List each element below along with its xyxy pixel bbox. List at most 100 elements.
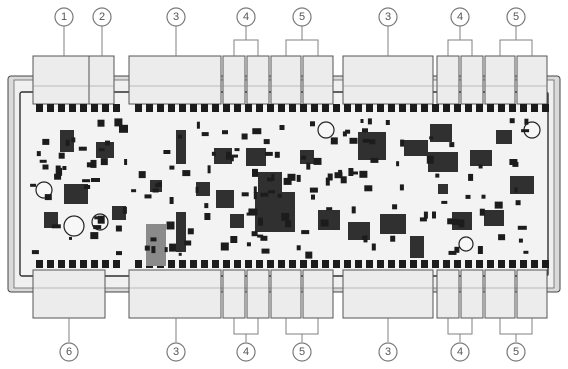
connector-4-bottom-left-a	[222, 269, 246, 319]
pcb-pad	[477, 246, 483, 254]
pcb-pad	[313, 157, 322, 165]
callout-top-1: 1	[54, 7, 74, 27]
pcb-pad	[246, 212, 255, 216]
pcb-pad	[267, 260, 274, 268]
pcb-pad	[479, 208, 485, 216]
pcb-pad	[230, 156, 234, 162]
callout-label: 5	[299, 11, 305, 23]
callout-top-2: 2	[92, 7, 112, 27]
pcb-pad	[517, 225, 527, 230]
connector-3-bottom-left	[128, 269, 222, 319]
pcb-pad	[157, 104, 164, 112]
pcb-pad	[322, 104, 329, 112]
pcb-pad	[135, 104, 142, 112]
pcb-pad	[476, 104, 483, 112]
pcb-pad	[36, 151, 41, 157]
pcb-pad	[524, 118, 529, 125]
pcb-pad	[260, 235, 268, 241]
pcb-pad	[333, 260, 340, 268]
pcb-pad	[84, 185, 91, 189]
callout-bottom-5-right: 5	[506, 342, 526, 362]
pcb-pad	[377, 260, 384, 268]
pcb-pad	[80, 104, 87, 112]
pcb-pad	[116, 251, 122, 256]
pcb-pad	[441, 200, 448, 204]
pcb-pad	[289, 104, 296, 112]
pcb-pad	[261, 248, 270, 254]
connector-3-left	[128, 55, 222, 105]
pcb-pad	[124, 159, 128, 165]
pcb-pad	[58, 104, 65, 112]
pcb-pad	[542, 104, 549, 112]
callouts-bottom: 6 3 4 5 3 4 5	[59, 318, 533, 362]
pcb-pad	[91, 260, 98, 268]
pcb-pad	[370, 157, 379, 163]
pcb-pad	[131, 189, 137, 193]
pcb-pad	[144, 245, 150, 251]
pcb-pad	[223, 260, 230, 268]
pcb-pad	[168, 260, 175, 268]
pcb-pad	[509, 260, 516, 268]
pcb-pad	[340, 176, 347, 184]
pcb-pad	[362, 128, 368, 133]
pcb-pad	[114, 118, 123, 127]
pcb-pad	[152, 188, 159, 193]
pcb-pad	[91, 178, 100, 182]
pcb-pad	[80, 260, 87, 268]
pcb-pad	[360, 119, 364, 123]
pcb-pad	[113, 260, 120, 268]
pcb-pad	[177, 134, 182, 139]
pcb-pad	[454, 246, 460, 253]
callout-top-5-right: 5	[506, 7, 526, 27]
pcb-pad	[256, 260, 263, 268]
pcb-pad	[169, 165, 175, 170]
pcb-pad	[432, 104, 439, 112]
pcb-pad	[90, 159, 97, 168]
pcb-pad	[287, 173, 296, 181]
pcb-pad	[399, 104, 406, 112]
pcb-pad	[345, 129, 351, 134]
pcb-pad	[338, 169, 343, 174]
pcb-pad	[465, 194, 471, 199]
pcb-pad	[451, 218, 459, 225]
pcb-pad	[36, 260, 43, 268]
pcb-pad	[359, 170, 368, 178]
pcb-pad	[344, 104, 351, 112]
callout-label: 5	[513, 11, 519, 23]
pcb-pad	[364, 185, 373, 192]
callout-top-3-left: 3	[166, 7, 186, 27]
pcb-pad	[264, 151, 273, 156]
pcb-pad	[509, 159, 518, 165]
connector-5-left-b	[302, 55, 334, 105]
pcb-pad	[252, 168, 258, 177]
pcb-pad	[155, 183, 159, 188]
pcb-pad	[65, 139, 70, 146]
pcb-pad	[432, 211, 436, 219]
pcb-pad	[230, 236, 238, 243]
secondary-processor	[258, 172, 282, 194]
pcb-pad	[248, 208, 258, 216]
pcb-pad	[69, 236, 72, 240]
pcb-pad	[36, 104, 43, 112]
pcb-pad	[39, 159, 47, 163]
connector-3-bottom-right	[342, 269, 434, 319]
pcb-pad	[113, 104, 120, 112]
pcb-pad	[300, 104, 307, 112]
pcb-pad	[371, 243, 376, 251]
pcb-pad	[429, 136, 434, 140]
pcb-pad	[344, 260, 351, 268]
pcb-pad	[151, 246, 156, 254]
pcb-pad	[399, 184, 404, 191]
pcb-pad	[349, 137, 358, 144]
callout-bottom-5-left: 5	[292, 342, 312, 362]
connector-4-bottom-left-b	[246, 269, 270, 319]
pcb-pad	[69, 260, 76, 268]
pcb-pad	[122, 206, 127, 214]
callout-label: 5	[299, 346, 305, 358]
pcb-pad	[283, 177, 292, 185]
callout-top-4-left: 4	[236, 7, 256, 27]
pcb-pad	[274, 151, 280, 158]
callout-label: 3	[173, 11, 179, 23]
pcb-pad	[421, 104, 428, 112]
